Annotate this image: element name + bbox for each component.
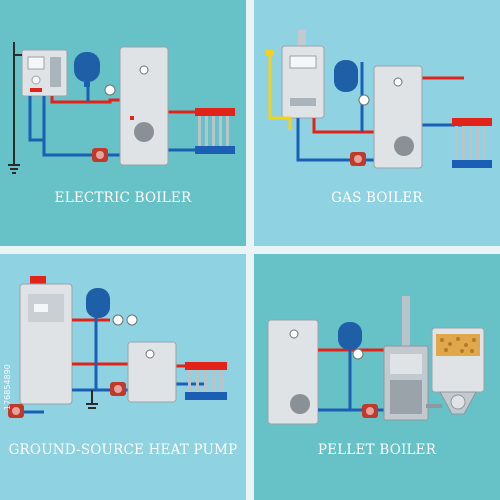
- gas-valve: [266, 50, 274, 56]
- stock-id-watermark: 176854890: [3, 364, 12, 410]
- pressure-gauge: [104, 84, 116, 96]
- pressure-gauge: [352, 348, 364, 360]
- circulation-pump: [92, 148, 108, 162]
- caption-electric-boiler: ELECTRIC BOILER: [54, 190, 192, 206]
- storage-tank: [127, 341, 177, 403]
- pressure-gauge: [112, 314, 124, 326]
- brine-pump: [8, 404, 24, 418]
- electric-boiler-diagram: [8, 42, 235, 174]
- circulation-pump: [110, 382, 126, 396]
- expansion-tank: [86, 288, 110, 318]
- panel-electric-boiler: ELECTRIC BOILER: [0, 0, 246, 246]
- panel-ground-source-heat-pump: GROUND-SOURCE HEAT PUMP: [0, 254, 246, 500]
- circulation-pump: [362, 404, 378, 418]
- storage-tank: [267, 319, 319, 425]
- ground-icon: [86, 390, 98, 409]
- storage-tank: [119, 46, 169, 166]
- power-cable: [8, 42, 22, 174]
- expansion-tank: [334, 60, 358, 92]
- caption-gas-boiler: GAS BOILER: [331, 190, 423, 206]
- pellet-boiler-unit: [383, 296, 429, 421]
- gas-boiler-diagram: [266, 30, 492, 169]
- panel-gas-boiler: GAS BOILER: [254, 0, 500, 246]
- storage-tank: [373, 65, 423, 169]
- caption-ground-source-heat-pump: GROUND-SOURCE HEAT PUMP: [8, 442, 238, 458]
- caption-pellet-boiler: PELLET BOILER: [317, 442, 437, 458]
- circulation-pump: [350, 152, 366, 166]
- pressure-gauge: [358, 94, 370, 106]
- expansion-tank: [338, 322, 362, 350]
- pellet-hopper: [426, 327, 485, 415]
- heating-manifold: [452, 118, 492, 168]
- gas-boiler-unit: [281, 30, 325, 119]
- heat-pump-unit: [19, 276, 73, 405]
- panel-pellet-boiler: PELLET BOILER: [254, 254, 500, 500]
- heating-manifold: [195, 108, 235, 154]
- heat-pump-diagram: [8, 276, 227, 418]
- pellet-boiler-diagram: [267, 296, 485, 425]
- electric-boiler-unit: [21, 49, 68, 97]
- heating-manifold: [185, 362, 227, 400]
- thermometer: [126, 314, 138, 326]
- expansion-tank: [74, 52, 100, 87]
